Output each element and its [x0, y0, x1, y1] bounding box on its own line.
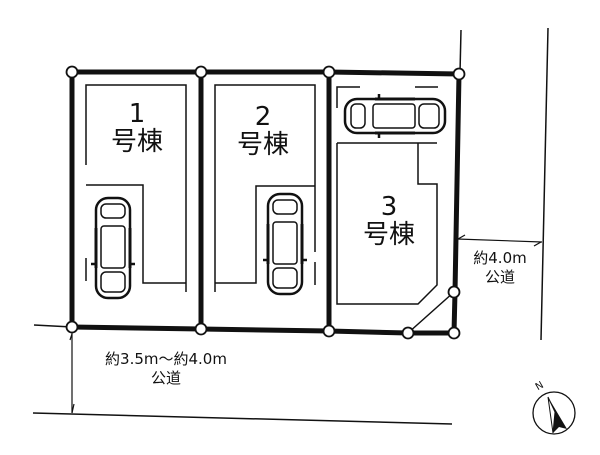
east-road-edge-line: [459, 29, 462, 74]
boundary-marker-icon: [194, 65, 208, 79]
dimension-arrow-tick: [71, 403, 75, 414]
east-road-width: 約4.0m: [473, 249, 527, 267]
east-road-type: 公道: [484, 267, 515, 286]
dimension-arrow-tick: [457, 234, 466, 240]
east-road-far-edge: [540, 27, 549, 341]
boundary-marker-icon: [401, 326, 415, 340]
boundary-markers: [65, 65, 466, 340]
east-road-dimension-line: [456, 238, 543, 243]
lot-1-label: 1 号棟: [103, 100, 171, 156]
lot-2-number: 2: [254, 102, 272, 132]
east-road-label: 約4.0m 公道: [460, 249, 540, 287]
lot-3-building-outline: [336, 86, 438, 305]
south-road-far-edge: [32, 412, 453, 425]
corner-cut-line: [407, 291, 455, 334]
lot-1-building-outline: [85, 84, 187, 292]
boundary-marker-icon: [322, 65, 336, 79]
boundary-marker-icon: [447, 285, 461, 299]
south-road-type: 公道: [150, 368, 181, 387]
lot-2-building-outline: [214, 84, 316, 292]
boundary-marker-icon: [194, 322, 208, 336]
lot-1-number: 1: [128, 99, 146, 129]
boundary-marker-icon: [65, 320, 79, 334]
lot-2-label: 2 号棟: [229, 103, 297, 159]
lot-3-name: 号棟: [362, 220, 415, 251]
car-icon-lot-3: [343, 94, 447, 138]
south-road-width: 約3.5m～約4.0m: [105, 350, 227, 368]
south-road-label: 約3.5m～約4.0m 公道: [78, 350, 254, 388]
north-arrow-icon: [532, 391, 576, 435]
boundary-marker-icon: [452, 67, 466, 81]
lot-3-label: 3 号棟: [355, 193, 423, 249]
boundary-marker-icon: [65, 65, 79, 79]
dimension-arrow-tick: [69, 333, 73, 341]
lot-1-name: 号棟: [110, 127, 163, 158]
lot-3-number: 3: [380, 192, 398, 222]
car-icon-lot-1: [91, 196, 135, 300]
boundary-marker-icon: [322, 324, 336, 338]
lot-2-name: 号棟: [236, 130, 289, 161]
car-icon-lot-2: [263, 192, 307, 296]
dimension-arrow-tick: [533, 241, 542, 247]
boundary-marker-icon: [447, 326, 461, 340]
